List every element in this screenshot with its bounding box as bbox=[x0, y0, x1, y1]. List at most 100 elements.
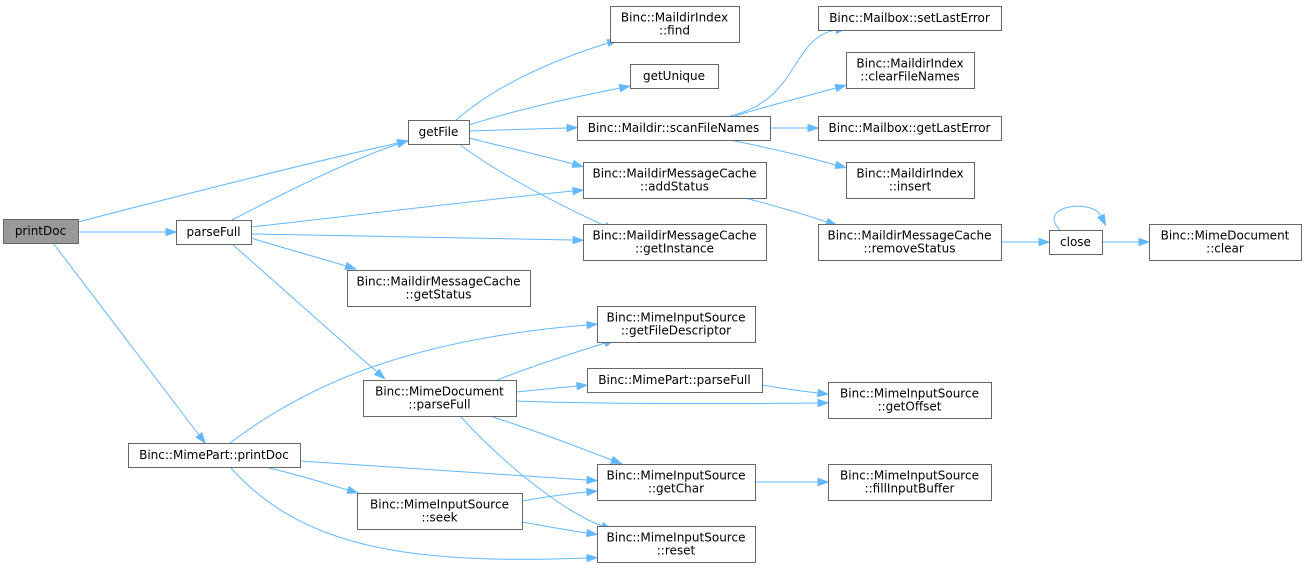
edge-scanFileNames-to-getLastError bbox=[770, 123, 820, 133]
edge-line bbox=[496, 342, 606, 381]
node-box bbox=[630, 64, 719, 89]
node-box bbox=[828, 464, 992, 501]
node-getFileDescriptor[interactable]: Binc::MimeInputSource::getFileDescriptor bbox=[597, 306, 756, 343]
node-getStatus[interactable]: Binc::MaildirMessageCache::getStatus bbox=[347, 270, 531, 307]
edge-line bbox=[515, 385, 578, 393]
edge-parseFull-to-MimeDocument_parseFull bbox=[231, 243, 386, 380]
node-label-line: Binc::MaildirIndex bbox=[856, 57, 963, 71]
node-label-line: ::getFileDescriptor bbox=[621, 324, 731, 338]
node-label-line: ::clearFileNames bbox=[860, 70, 959, 84]
node-MimeDocument_parseFull[interactable]: Binc::MimeDocument::parseFull bbox=[363, 380, 517, 417]
node-box bbox=[176, 220, 252, 245]
node-getLastError[interactable]: Binc::Mailbox::getLastError bbox=[818, 116, 1002, 141]
node-label-line: Binc::MimeDocument bbox=[375, 385, 504, 399]
edge-line bbox=[299, 460, 588, 481]
arrow-head-icon bbox=[165, 227, 178, 237]
node-MimePart_parseFull[interactable]: Binc::MimePart::parseFull bbox=[587, 368, 763, 393]
edge-line bbox=[515, 400, 819, 405]
node-label-line: ::addStatus bbox=[640, 180, 709, 194]
node-label-line: parseFull bbox=[186, 225, 240, 239]
node-setLastError[interactable]: Binc::Mailbox::setLastError bbox=[818, 6, 1002, 31]
node-MaildirIndex_find[interactable]: Binc::MaildirIndex::find bbox=[610, 6, 740, 43]
arrow-head-icon bbox=[834, 160, 848, 169]
node-MaildirIndex_insert[interactable]: Binc::MaildirIndex::insert bbox=[846, 162, 975, 199]
edge-seek-to-getChar bbox=[521, 487, 599, 502]
node-getChar[interactable]: Binc::MimeInputSource::getChar bbox=[597, 464, 756, 501]
edge-seek-to-reset bbox=[521, 521, 599, 538]
arrow-head-icon bbox=[572, 186, 585, 196]
node-clearFileNames[interactable]: Binc::MaildirIndex::clearFileNames bbox=[846, 52, 975, 89]
node-label-line: getUnique bbox=[643, 69, 705, 83]
edge-line bbox=[250, 233, 574, 241]
edge-scanFileNames-to-setLastError bbox=[729, 25, 848, 117]
arrow-head-icon bbox=[585, 528, 599, 538]
edge-line bbox=[229, 324, 588, 444]
node-label-line: ::getStatus bbox=[405, 288, 471, 302]
arrow-head-icon bbox=[346, 485, 360, 494]
node-MimeDocument_clear[interactable]: Binc::MimeDocument::clear bbox=[1149, 224, 1302, 261]
node-box bbox=[610, 6, 740, 43]
edge-printDoc-to-getFile bbox=[77, 138, 410, 223]
arrow-head-icon bbox=[1097, 213, 1107, 227]
arrow-head-icon bbox=[807, 123, 820, 133]
edge-line bbox=[489, 415, 613, 461]
edge-line bbox=[468, 127, 568, 132]
node-label-line: ::getInstance bbox=[635, 242, 714, 256]
node-reset[interactable]: Binc::MimeInputSource::reset bbox=[597, 526, 756, 563]
node-box bbox=[818, 224, 1002, 261]
node-label-line: ::removeStatus bbox=[864, 242, 956, 256]
node-label-line: Binc::MimePart::printDoc bbox=[139, 448, 289, 462]
node-scanFileNames[interactable]: Binc::Maildir::scanFileNames bbox=[577, 116, 771, 141]
node-close[interactable]: close bbox=[1049, 230, 1103, 255]
node-label-line: ::clear bbox=[1206, 242, 1244, 256]
node-getInstance[interactable]: Binc::MaildirMessageCache::getInstance bbox=[583, 224, 767, 261]
edge-line bbox=[468, 137, 574, 165]
node-box bbox=[363, 380, 517, 417]
node-box bbox=[846, 162, 975, 199]
edge-line bbox=[52, 242, 200, 436]
node-parseFull[interactable]: parseFull bbox=[176, 220, 252, 245]
arrow-head-icon bbox=[618, 83, 632, 93]
node-label-line: Binc::MimeInputSource bbox=[607, 531, 746, 545]
edge-line bbox=[458, 143, 606, 227]
edge-line bbox=[734, 87, 837, 117]
node-getFile[interactable]: getFile bbox=[408, 120, 470, 145]
edge-addStatus-to-removeStatus bbox=[744, 197, 838, 226]
node-label-line: Binc::MaildirIndex bbox=[856, 167, 963, 181]
edge-line bbox=[729, 29, 837, 117]
node-getOffset[interactable]: Binc::MimeInputSource::getOffset bbox=[828, 382, 992, 419]
node-label-line: Binc::Mailbox::setLastError bbox=[829, 11, 990, 25]
edge-getFile-to-getUnique bbox=[468, 83, 632, 126]
arrow-head-icon bbox=[576, 381, 589, 391]
node-label-line: ::parseFull bbox=[408, 398, 470, 412]
node-label-line: Binc::MaildirIndex bbox=[621, 11, 728, 25]
node-label-line: ::seek bbox=[421, 511, 457, 525]
node-box bbox=[408, 120, 470, 145]
edge-line bbox=[521, 491, 588, 502]
node-removeStatus[interactable]: Binc::MaildirMessageCache::removeStatus bbox=[818, 224, 1002, 261]
node-fillInputBuffer[interactable]: Binc::MimeInputSource::fillInputBuffer bbox=[828, 464, 992, 501]
node-label-line: Binc::MimePart::parseFull bbox=[598, 373, 750, 387]
node-label-line: ::getChar bbox=[648, 482, 704, 496]
edge-close-to-close bbox=[1053, 205, 1107, 231]
node-label-line: Binc::MimeDocument bbox=[1161, 229, 1290, 243]
edge-parseFull-to-getInstance bbox=[250, 233, 585, 245]
node-box bbox=[357, 493, 523, 530]
node-box bbox=[597, 306, 756, 343]
arrow-head-icon bbox=[817, 388, 830, 398]
node-printDoc[interactable]: printDoc bbox=[3, 219, 79, 244]
edge-printDoc-to-MimePart_printDoc bbox=[52, 242, 206, 445]
node-getUnique[interactable]: getUnique bbox=[630, 64, 719, 89]
node-label-line: ::getOffset bbox=[878, 400, 942, 414]
edge-line bbox=[250, 190, 574, 228]
node-label-line: Binc::MaildirMessageCache bbox=[356, 275, 520, 289]
arrow-head-icon bbox=[1138, 237, 1151, 247]
node-MimePart_printDoc[interactable]: Binc::MimePart::printDoc bbox=[128, 443, 301, 468]
node-seek[interactable]: Binc::MimeInputSource::seek bbox=[357, 493, 523, 530]
arrow-head-icon bbox=[571, 159, 585, 168]
node-box bbox=[577, 116, 771, 141]
node-addStatus[interactable]: Binc::MaildirMessageCache::addStatus bbox=[583, 162, 767, 199]
node-box bbox=[587, 368, 763, 393]
node-box bbox=[583, 162, 767, 199]
